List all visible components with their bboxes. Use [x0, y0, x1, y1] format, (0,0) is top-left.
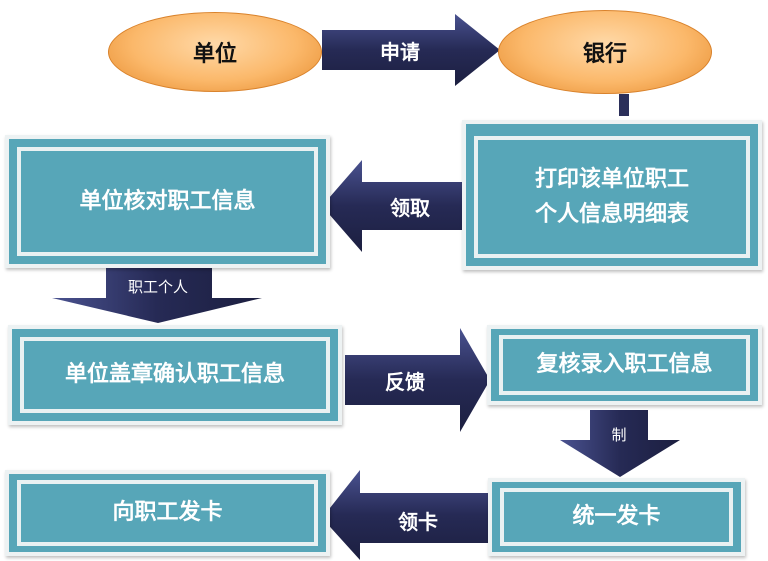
node-print-line2: 个人信息明细表 [534, 202, 689, 227]
node-unit-check-label: 单位核对职工信息 [79, 188, 256, 214]
node-issue: 统一发卡 [488, 478, 745, 556]
node-print-line1: 打印该单位职工 [534, 166, 689, 192]
node-issue-label: 统一发卡 [572, 504, 661, 530]
arrow-apply [322, 14, 500, 86]
node-bank: 银行 [498, 10, 712, 94]
node-unit-check: 单位核对职工信息 [5, 135, 330, 268]
arrow-make-label: 制 [611, 426, 627, 444]
node-unit-label: 单位 [192, 42, 237, 67]
node-distribute-label: 向职工发卡 [112, 500, 223, 526]
node-review: 复核录入职工信息 [487, 325, 762, 405]
arrow-feedback-label: 反馈 [385, 370, 425, 394]
arrow-collect-label: 领取 [390, 196, 430, 220]
arrow-collect-card-label: 领卡 [398, 510, 438, 534]
arrow-personal [52, 268, 262, 323]
node-review-label: 复核录入职工信息 [536, 352, 713, 378]
arrow-make [560, 410, 680, 477]
node-print: 打印该单位职工个人信息明细表 [462, 120, 762, 270]
arrow-collect [322, 160, 462, 252]
connector-stem [619, 94, 629, 116]
node-bank-label: 银行 [582, 42, 627, 67]
node-unit-stamp-label: 单位盖章确认职工信息 [64, 362, 285, 388]
arrow-apply-label: 申请 [380, 40, 420, 64]
node-distribute: 向职工发卡 [5, 470, 330, 556]
arrow-collect-card [322, 470, 490, 560]
arrow-personal-label: 职工个人 [127, 278, 188, 296]
node-unit: 单位 [108, 12, 322, 92]
arrow-feedback [345, 328, 490, 432]
node-unit-stamp: 单位盖章确认职工信息 [8, 325, 342, 425]
